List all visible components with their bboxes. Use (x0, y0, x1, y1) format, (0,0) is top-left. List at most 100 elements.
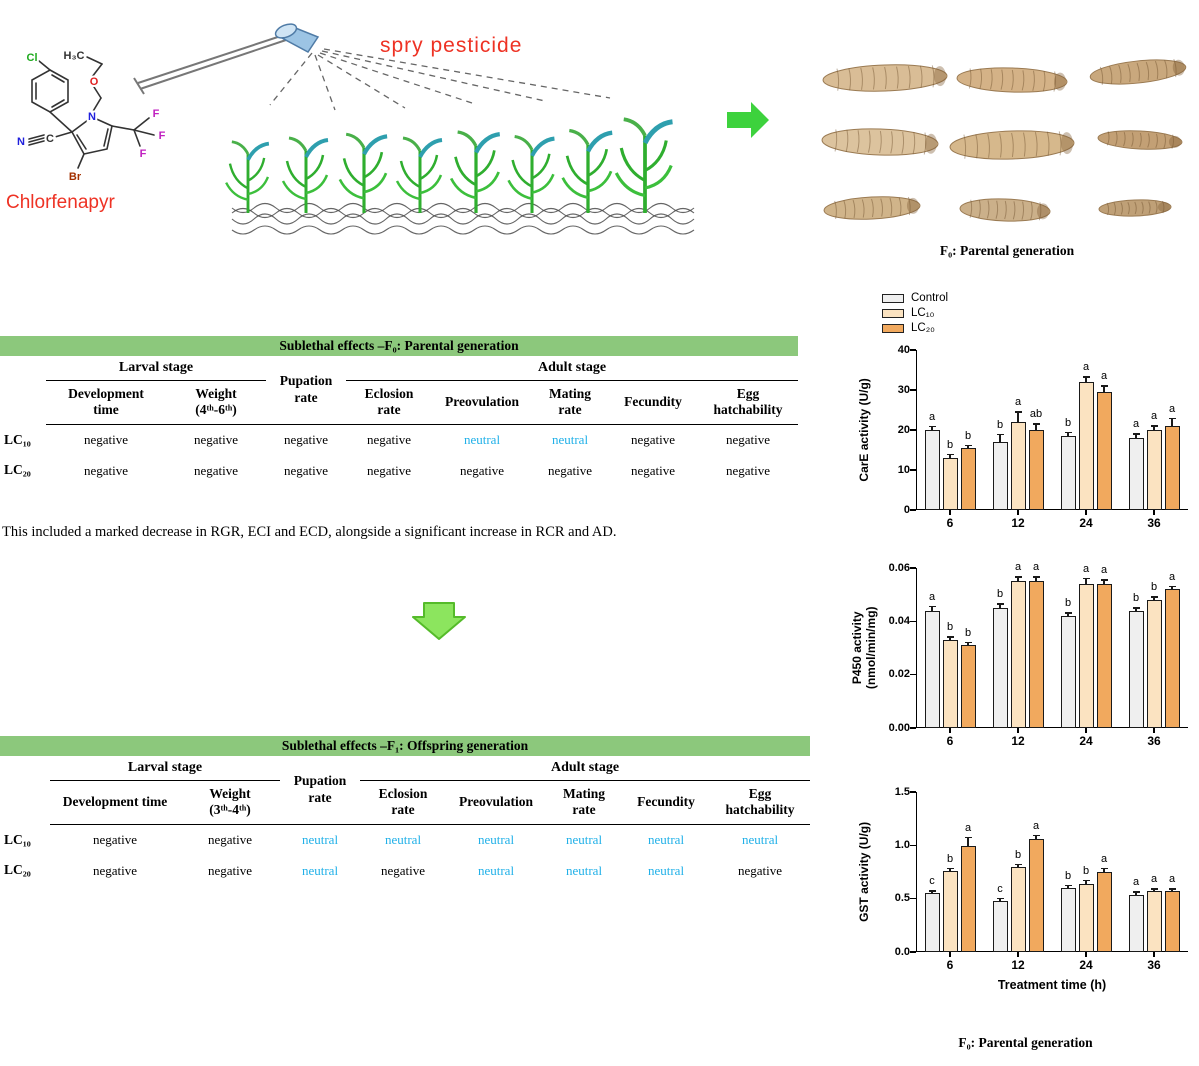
row-label: LC₂₀ (4, 462, 31, 478)
significance-letter: a (928, 410, 936, 423)
larva-photo (822, 64, 948, 92)
x-tick-label: 24 (1079, 734, 1093, 748)
bar-lc20 (1028, 581, 1044, 728)
significance-letter: b (946, 621, 954, 634)
right-arrow-icon (727, 102, 769, 138)
error-bar (1067, 885, 1069, 888)
error-bar-cap (1064, 884, 1072, 887)
bar-lc10 (1010, 866, 1026, 952)
significance-letter: b (1064, 597, 1072, 610)
column-header: Eclosion rate (360, 780, 447, 826)
significance-letter: a (1100, 370, 1108, 382)
error-bar (1067, 432, 1069, 436)
x-tick-mark (949, 510, 951, 515)
bar-lc10 (942, 870, 958, 952)
spray-crops-illustration (133, 23, 695, 235)
x-tick-label: 6 (946, 958, 954, 972)
x-tick-mark (1153, 728, 1155, 733)
atom-f2: F (159, 130, 166, 142)
chlorfenapyr-structure-illustration: Cl H₃C O N C N Br F F F (15, 48, 168, 185)
atom-c-cyano: C (46, 133, 54, 145)
column-header: Development time (50, 780, 180, 826)
charts-caption: F₀: Parental generation (958, 1035, 1093, 1050)
x-tick-label: 36 (1147, 516, 1161, 530)
significance-letter: a (1100, 564, 1108, 576)
significance-letter: c (929, 875, 935, 888)
error-bar (1085, 578, 1087, 584)
error-bar (1171, 586, 1173, 590)
error-bar (967, 837, 969, 847)
y-tick-label: 0.04 (888, 614, 910, 627)
error-bar-cap (928, 890, 936, 892)
effect-value: neutral (647, 862, 685, 878)
column-header: Preovulation (432, 380, 533, 426)
y-tick-mark (910, 844, 916, 847)
error-bar-cap (1150, 425, 1158, 427)
effect-value: negative (92, 862, 138, 878)
y-tick-label: 0.5 (894, 892, 910, 905)
significance-letter: b (996, 418, 1004, 431)
significance-letter: a (1150, 873, 1158, 886)
error-bar (967, 642, 969, 646)
effect-value: negative (630, 462, 676, 478)
row-label: LC₁₀ (4, 831, 31, 847)
rgr-note: This included a marked decrease in RGR, … (2, 524, 617, 540)
error-bar-cap (964, 836, 972, 839)
error-bar-cap (946, 867, 954, 870)
effect-value: neutral (477, 832, 515, 848)
x-tick-mark (1017, 952, 1019, 957)
bar-control (1060, 616, 1076, 728)
error-bar-cap (1032, 576, 1040, 578)
effect-value: neutral (741, 832, 779, 848)
bar-lc20 (960, 846, 976, 952)
y-tick-label: 0.02 (888, 668, 910, 681)
error-bar (1135, 608, 1137, 611)
error-bar (1085, 377, 1087, 382)
effect-value: negative (547, 462, 593, 478)
y-tick-mark (910, 429, 916, 431)
error-bar-cap (946, 636, 954, 638)
error-bar-cap (1132, 607, 1140, 609)
significance-letter: b (1014, 848, 1022, 861)
error-bar-cap (1014, 411, 1022, 413)
column-header: Development time (46, 380, 166, 426)
significance-letter: ab (1029, 408, 1043, 420)
bar-control (924, 430, 940, 510)
column-header: Weight (4ᵗʰ-6ᵗʰ) (166, 380, 267, 426)
y-tick-mark (910, 349, 916, 351)
y-tick-mark (910, 727, 916, 729)
error-bar (1103, 868, 1105, 872)
column-header: Egg hatchability (710, 780, 811, 826)
bar-control (1060, 436, 1076, 510)
error-bar (1017, 577, 1019, 582)
larva-photo (821, 128, 939, 156)
atom-n-cyano: N (17, 136, 25, 148)
column-header-pupation-rate: Pupation rate (280, 756, 361, 826)
bar-control (1128, 895, 1144, 952)
x-tick-mark (1085, 510, 1087, 515)
x-tick-label: 24 (1079, 958, 1093, 972)
error-bar-cap (1014, 863, 1022, 866)
error-bar-cap (1014, 576, 1022, 578)
larva-photo (823, 196, 921, 220)
bar-lc10 (1078, 584, 1094, 728)
error-bar-cap (1132, 891, 1140, 893)
error-bar (1017, 412, 1019, 422)
larva-photo (1097, 130, 1183, 150)
x-tick-label: 24 (1079, 516, 1093, 530)
error-bar-cap (1082, 577, 1090, 580)
down-arrow-icon (412, 602, 466, 640)
significance-letter: b (996, 588, 1004, 600)
error-bar (931, 891, 933, 894)
larva-photo (1089, 59, 1187, 85)
effect-value: negative (193, 432, 239, 448)
larva-photo (956, 67, 1068, 93)
bar-lc10 (1078, 382, 1094, 510)
bar-lc20 (1096, 872, 1112, 952)
soil-roots (231, 202, 695, 235)
column-header: Mating rate (546, 780, 623, 826)
